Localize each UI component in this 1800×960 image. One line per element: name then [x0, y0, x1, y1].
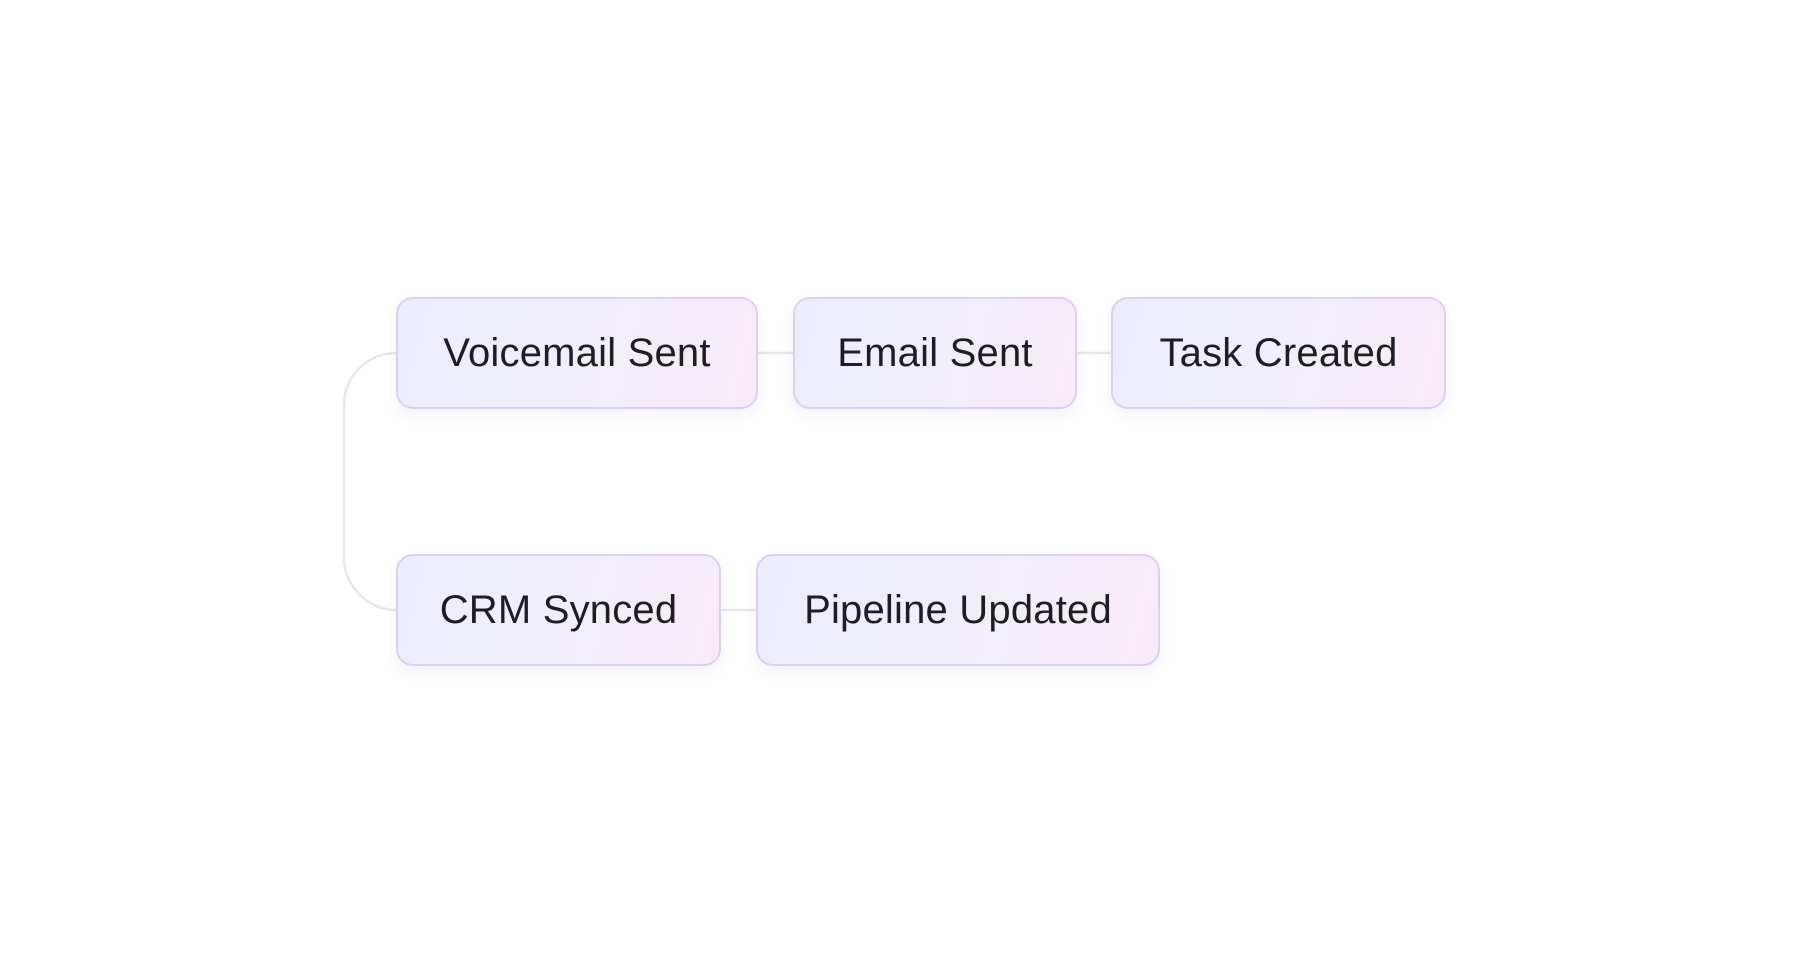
- node-label: CRM Synced: [439, 587, 678, 632]
- node-crm-synced[interactable]: CRM Synced: [396, 554, 721, 666]
- node-email-sent[interactable]: Email Sent: [793, 297, 1077, 409]
- node-label: Task Created: [1159, 330, 1398, 375]
- edge-voicemail-crm: [342, 351, 397, 612]
- node-label: Voicemail Sent: [443, 330, 711, 375]
- node-label: Email Sent: [837, 330, 1033, 375]
- node-label: Pipeline Updated: [804, 587, 1112, 632]
- node-task-created[interactable]: Task Created: [1111, 297, 1446, 409]
- node-voicemail-sent[interactable]: Voicemail Sent: [396, 297, 758, 409]
- node-pipeline-updated[interactable]: Pipeline Updated: [756, 554, 1160, 666]
